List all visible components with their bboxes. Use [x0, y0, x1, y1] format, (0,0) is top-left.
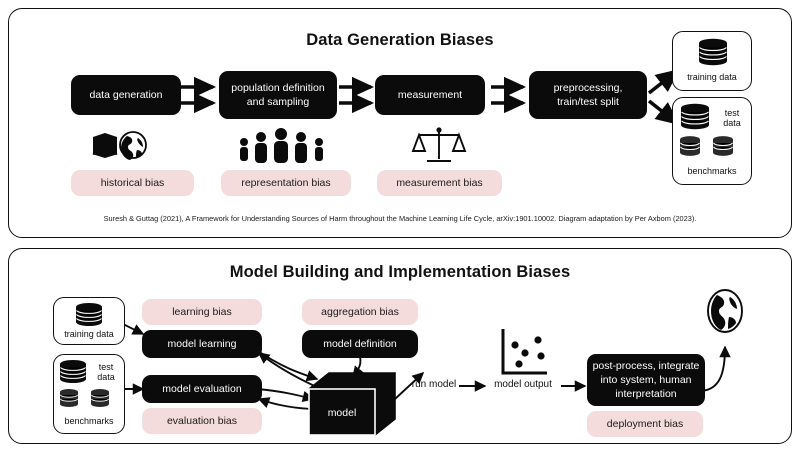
- data-store-label-benchmarks: benchmarks: [687, 166, 737, 176]
- process-box-post-process[interactable]: post-process, integrate into system, hum…: [587, 354, 705, 406]
- data-store-test-data-benchmarks-2[interactable]: test data benchmarks: [53, 354, 125, 434]
- database-cylinder-icon-group: [59, 360, 110, 407]
- flow-label-run-model: run model: [411, 379, 457, 390]
- data-store-label-test-data: test data: [723, 108, 741, 129]
- top-panel-connectors: [92, 68, 680, 163]
- process-box-model-evaluation[interactable]: model evaluation: [142, 375, 262, 403]
- arrow-connector: [181, 76, 527, 114]
- flow-label-model-output: model output: [494, 379, 552, 390]
- process-box-model-learning[interactable]: model learning: [142, 330, 262, 358]
- arrow-evaluation-to-model: [256, 388, 315, 403]
- bias-label-learning[interactable]: learning bias: [142, 299, 262, 325]
- people-group-icon: [240, 128, 323, 163]
- process-box-measurement[interactable]: measurement: [375, 75, 485, 115]
- database-cylinder-icon: [76, 303, 102, 326]
- data-store-label-test-data-2: test data: [97, 362, 115, 383]
- page-title-secondary: Model Building and Implementation Biases: [229, 263, 571, 281]
- bias-label-deployment[interactable]: deployment bias: [587, 411, 703, 437]
- data-store-training-data-2[interactable]: training data: [53, 297, 125, 345]
- bias-label-representation[interactable]: representation bias: [221, 170, 351, 196]
- data-store-label-benchmarks-2: benchmarks: [64, 416, 114, 426]
- arrow-training-to-learning: [122, 323, 145, 335]
- panel-caption: Suresh & Guttag (2021), A Framework for …: [103, 214, 697, 223]
- page-title: Data Generation Biases: [306, 31, 494, 49]
- process-box-model-definition[interactable]: model definition: [302, 330, 418, 358]
- bottom-panel-connectors: [122, 289, 743, 436]
- process-box-preprocessing[interactable]: preprocessing, train/test split: [529, 71, 647, 119]
- data-store-training-data[interactable]: training data: [672, 31, 752, 91]
- bias-label-historical[interactable]: historical bias: [71, 170, 194, 196]
- balance-scale-icon: [411, 127, 467, 162]
- data-store-label-training-data-2: training data: [64, 329, 114, 339]
- bias-label-aggregation[interactable]: aggregation bias: [302, 299, 418, 325]
- bias-label-evaluation[interactable]: evaluation bias: [142, 408, 262, 434]
- data-store-test-data-benchmarks[interactable]: test data benchmarks: [672, 97, 752, 185]
- panel-model-building-biases: Model Building and Implementation Biases: [8, 248, 792, 444]
- globe-icon: [707, 289, 743, 333]
- database-cylinder-icon: [699, 38, 727, 66]
- model-cube-label: model: [327, 407, 357, 419]
- process-box-population-definition[interactable]: population definition and sampling: [219, 71, 337, 119]
- scatter-plot-icon: [501, 329, 547, 375]
- book-globe-icon: [92, 131, 147, 160]
- data-store-label-training-data: training data: [687, 72, 737, 82]
- bias-label-measurement[interactable]: measurement bias: [377, 170, 502, 196]
- arrow-model-to-run: [394, 371, 425, 400]
- database-cylinder-icon-group: [680, 103, 733, 156]
- process-box-data-generation[interactable]: data generation: [71, 75, 181, 115]
- panel-data-generation-biases: Data Generation Biases: [8, 8, 792, 238]
- model-cube-icon[interactable]: [308, 372, 396, 436]
